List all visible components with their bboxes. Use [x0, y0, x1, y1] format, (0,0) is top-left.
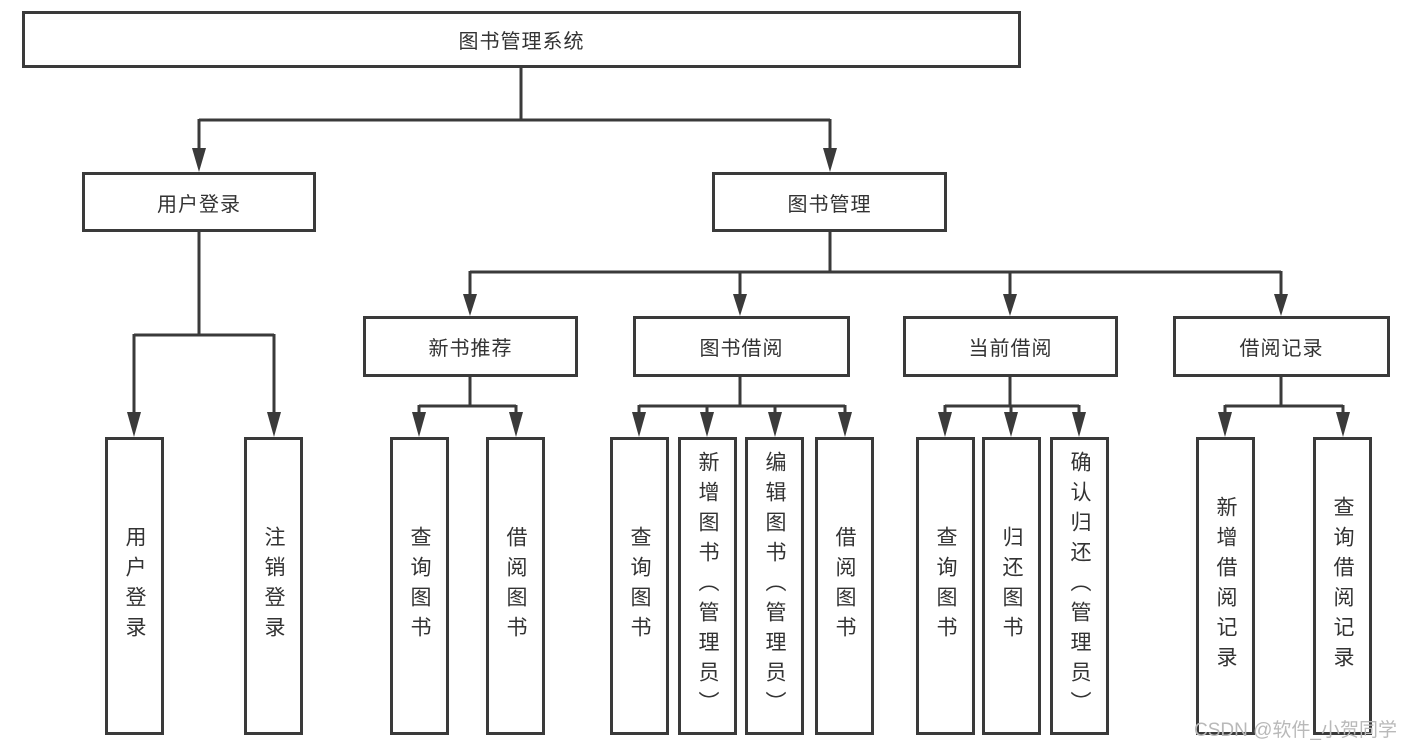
node-current-borrow: 当前借阅	[903, 316, 1118, 377]
leaf-br-add-record: 新增借阅记录	[1196, 437, 1255, 735]
node-user-login: 用户登录	[82, 172, 316, 232]
arrowheads	[127, 148, 1350, 437]
leaf-bb-edit-books-admin: 编辑图书（管理员）	[745, 437, 804, 735]
node-borrow-records: 借阅记录	[1173, 316, 1390, 377]
leaf-cb-query-books: 查询图书	[916, 437, 975, 735]
leaf-user-login: 用户登录	[105, 437, 164, 735]
node-book-borrow: 图书借阅	[633, 316, 850, 377]
leaf-rec-borrow-books: 借阅图书	[486, 437, 545, 735]
leaf-rec-query-books: 查询图书	[390, 437, 449, 735]
leaf-bb-add-books-admin: 新增图书（管理员）	[678, 437, 737, 735]
leaf-bb-borrow-books: 借阅图书	[815, 437, 874, 735]
leaf-cb-confirm-return-admin: 确认归还（管理员）	[1050, 437, 1109, 735]
leaf-br-query-record: 查询借阅记录	[1313, 437, 1372, 735]
leaf-logout: 注销登录	[244, 437, 303, 735]
node-root: 图书管理系统	[22, 11, 1021, 68]
leaf-bb-query-books: 查询图书	[610, 437, 669, 735]
node-book-management: 图书管理	[712, 172, 947, 232]
node-new-book-recommend: 新书推荐	[363, 316, 578, 377]
leaf-cb-return-books: 归还图书	[982, 437, 1041, 735]
